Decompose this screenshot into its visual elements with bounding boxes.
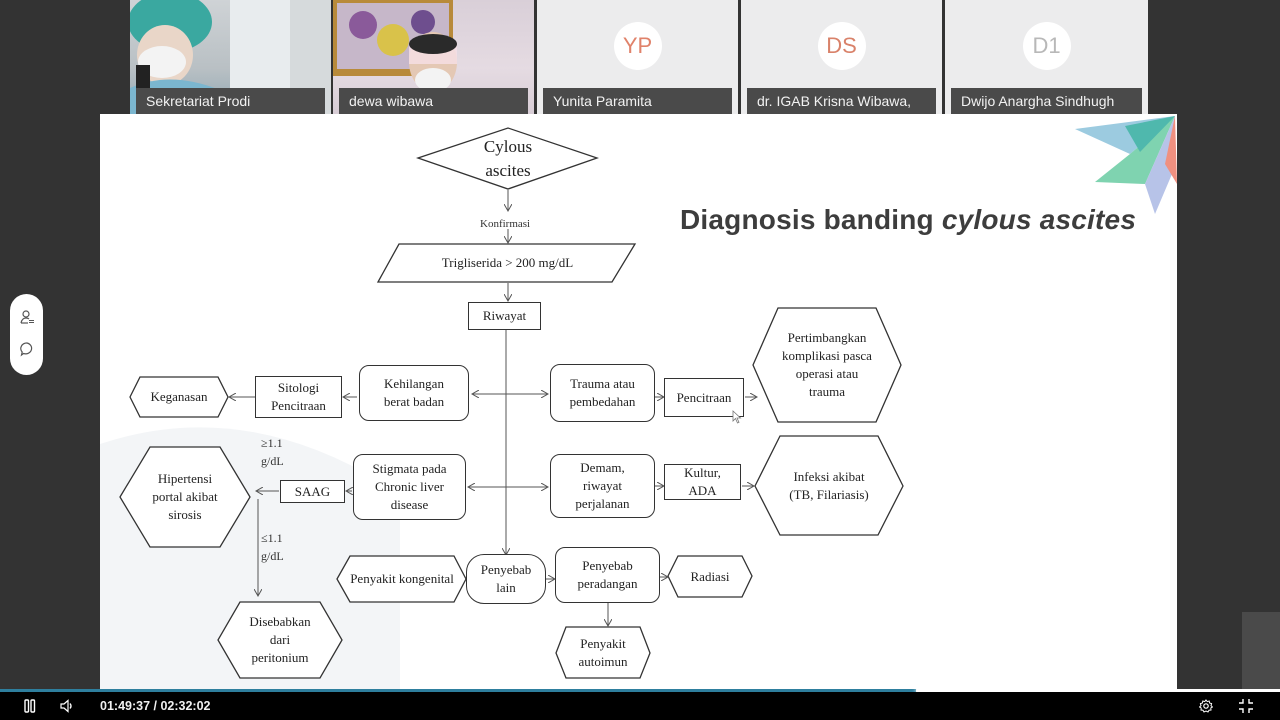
flow-malignancy-node: Keganasan [150, 389, 208, 404]
flowchart-connectors [119, 127, 904, 679]
flow-peritoneum-node: Disebabkan dari peritonium [249, 614, 311, 665]
participant-tile[interactable]: D1 Dwijo Anargha Sindhugh [945, 0, 1148, 114]
participant-tile[interactable]: YP Yunita Paramita [537, 0, 738, 114]
volume-icon [60, 699, 72, 713]
participant-name: Sekretariat Prodi [136, 88, 325, 114]
participant-tile[interactable]: dewa wibawa [333, 0, 534, 114]
volume-button[interactable] [60, 692, 74, 720]
parallelogram-shape [376, 243, 637, 283]
progress-fill [0, 689, 923, 692]
flow-start-node: Cylous ascites [483, 137, 533, 180]
shared-slide: Diagnosis banding cylous ascites [100, 114, 1177, 690]
slide-title-plain: Diagnosis banding [680, 204, 942, 235]
participant-name: Dwijo Anargha Sindhugh [951, 88, 1142, 114]
flow-congenital-node: Penyakit kongenital [350, 571, 454, 586]
diamond-shape [415, 127, 600, 190]
participants-button[interactable] [10, 302, 43, 332]
participant-name: dewa wibawa [339, 88, 528, 114]
participant-video [333, 0, 457, 92]
flow-cytology-node: Sitologi Pencitraan [255, 376, 342, 418]
participants-icon [19, 310, 34, 324]
flow-saag-node: SAAG [280, 480, 345, 503]
flow-test-node: Trigliserida > 200 mg/dL [441, 255, 574, 270]
settings-icon [1199, 699, 1213, 713]
exit-fullscreen-button[interactable] [1238, 692, 1254, 720]
chat-icon [19, 342, 32, 357]
participant-name: Yunita Paramita [543, 88, 732, 114]
time-readout: 01:49:37 / 02:32:02 [100, 699, 211, 713]
side-panel [10, 294, 43, 375]
flow-saag-high-label: ≥1.1 g/dL [261, 436, 284, 468]
flow-imaging-node: Pencitraan [664, 378, 744, 417]
flow-radiation-node: Radiasi [690, 569, 730, 584]
flow-postop-node: Pertimbangkan komplikasi pasca operasi a… [782, 330, 872, 399]
hex-hipertensi [119, 446, 251, 548]
flow-portal-hypertension-node: Hipertensi portal akibat sirosis [152, 471, 218, 522]
flow-saag-low-label: ≤1.1 g/dL [261, 531, 284, 563]
participant-avatar: YP [613, 22, 662, 70]
participant-tile[interactable]: DS dr. IGAB Krisna Wibawa, [741, 0, 942, 114]
hex-peritonium [217, 601, 343, 679]
flow-confirm-label: Konfirmasi [480, 218, 531, 230]
participant-tile[interactable]: Sekretariat Prodi [130, 0, 331, 114]
hex-autoimun [555, 626, 651, 679]
hex-postop [752, 307, 902, 423]
flow-weight-loss-node: Kehilangan berat badan [359, 365, 469, 421]
flow-inflammation-node: Penyebab peradangan [555, 547, 660, 603]
participant-avatar: D1 [1022, 22, 1071, 70]
flow-trauma-node: Trauma atau pembedahan [550, 364, 655, 422]
flow-liver-stigmata-node: Stigmata pada Chronic liver disease [353, 454, 466, 520]
chat-button[interactable] [10, 334, 43, 364]
exit-fullscreen-icon [1239, 699, 1253, 713]
flow-other-causes-node: Penyebab lain [466, 554, 546, 604]
player-control-bar [0, 692, 1280, 720]
participant-avatar: DS [817, 22, 866, 70]
slide-title: Diagnosis banding cylous ascites [680, 204, 1136, 236]
flow-autoimmune-node: Penyakit autoimun [578, 636, 628, 669]
flow-infection-node: Infeksi akibat (TB, Filariasis) [789, 469, 869, 502]
flow-fever-node: Demam, riwayat perjalanan [550, 454, 655, 518]
self-view-thumbnail[interactable] [1242, 612, 1280, 690]
mouse-cursor-icon [732, 410, 742, 424]
flow-history-node: Riwayat [468, 302, 541, 330]
flow-culture-node: Kultur, ADA [664, 464, 741, 500]
hex-infeksi [754, 435, 904, 536]
corner-logo [1075, 116, 1177, 214]
participant-name: dr. IGAB Krisna Wibawa, [747, 88, 936, 114]
pause-icon [24, 699, 36, 713]
settings-button[interactable] [1199, 692, 1213, 720]
pause-button[interactable] [24, 692, 36, 720]
slide-title-italic: cylous ascites [941, 204, 1137, 235]
hex-radiasi [667, 555, 753, 598]
